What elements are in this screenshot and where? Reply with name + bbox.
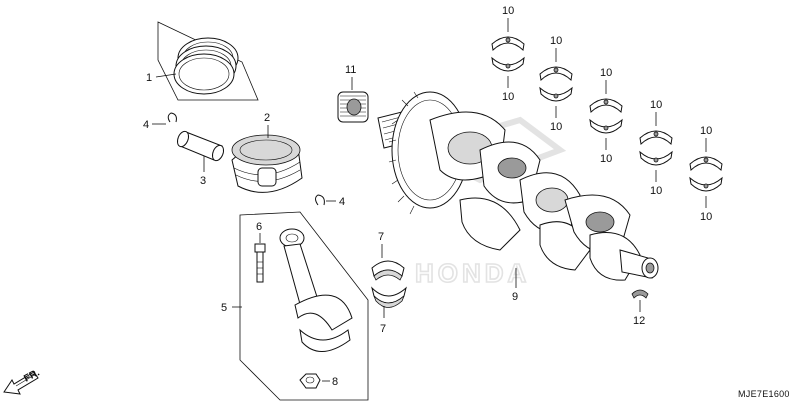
bearing-shell-upper — [539, 66, 573, 82]
callout-6: 6 — [256, 221, 262, 233]
callout-10: 10 — [550, 35, 562, 47]
callout-4b: 4 — [339, 196, 345, 208]
crankshaft: 9 — [377, 91, 659, 303]
front-marker: FR. — [3, 367, 42, 395]
callout-2: 2 — [264, 112, 270, 124]
front-marker-text: FR. — [22, 367, 42, 384]
bearing-shell-upper — [639, 130, 673, 146]
piston: 2 — [231, 112, 303, 193]
callout-3: 3 — [200, 175, 206, 187]
callout-10: 10 — [650, 99, 662, 111]
oil-hole — [653, 131, 659, 137]
oil-hole — [603, 125, 609, 131]
callout-10: 10 — [550, 121, 562, 133]
oil-hole — [553, 67, 559, 73]
bearing-shell-lower — [589, 118, 623, 134]
watermark-text: HONDA — [415, 258, 530, 288]
arrow-left-down-icon — [3, 371, 39, 395]
crank-gear: 11 — [337, 64, 369, 123]
rod-bearing-lower: 7 — [371, 286, 407, 335]
bearing-shell-upper — [589, 98, 623, 114]
rod-nut: 8 — [299, 373, 338, 389]
pin-clip-left: 4 — [143, 112, 177, 131]
crank-key: 12 — [631, 289, 649, 327]
callout-1: 1 — [146, 72, 152, 84]
rod-bolt: 6 — [254, 221, 266, 283]
callout-10: 10 — [700, 211, 712, 223]
oil-hole — [703, 157, 709, 163]
callout-10: 10 — [502, 91, 514, 103]
main-bearing-pair: 10 10 — [539, 35, 573, 133]
callout-7a: 7 — [378, 231, 384, 243]
oil-hole — [505, 63, 511, 69]
callout-8: 8 — [332, 376, 338, 388]
callout-11: 11 — [345, 64, 356, 76]
oil-hole — [505, 37, 511, 43]
main-bearing-pair: 10 10 — [589, 67, 623, 165]
callout-9: 9 — [512, 291, 518, 303]
callout-10: 10 — [502, 5, 514, 17]
oil-hole — [703, 183, 709, 189]
drawing-code: MJE7E1600 — [738, 389, 790, 399]
callout-4a: 4 — [143, 119, 149, 131]
main-bearing-pair: 10 10 — [689, 125, 723, 223]
piston-pin: 3 — [176, 130, 225, 187]
bearing-shell-lower — [539, 86, 573, 102]
connecting-rod-assembly: 5 — [221, 211, 369, 401]
callout-7b: 7 — [380, 323, 386, 335]
callout-10: 10 — [650, 185, 662, 197]
callout-10: 10 — [600, 153, 612, 165]
bearing-shell-lower — [689, 176, 723, 192]
main-bearings: 10 10 10 10 10 10 10 10 10 10 — [491, 5, 723, 223]
bearing-shell-lower — [639, 150, 673, 166]
oil-hole — [653, 157, 659, 163]
bearing-shell-lower — [491, 56, 525, 72]
oil-hole — [553, 93, 559, 99]
callout-12: 12 — [633, 315, 645, 327]
callout-5: 5 — [221, 302, 227, 314]
pin-clip-right: 4 — [315, 194, 345, 208]
callout-10: 10 — [700, 125, 712, 137]
callout-10: 10 — [600, 67, 612, 79]
bearing-shell-upper — [491, 36, 525, 52]
rod-bearing-upper: 7 — [371, 231, 405, 281]
main-bearing-pair: 10 10 — [639, 99, 673, 197]
piston-ring-set: 1 — [146, 21, 259, 101]
main-bearing-pair: 10 10 — [491, 5, 525, 103]
bearing-shell-upper — [689, 156, 723, 172]
oil-hole — [603, 99, 609, 105]
